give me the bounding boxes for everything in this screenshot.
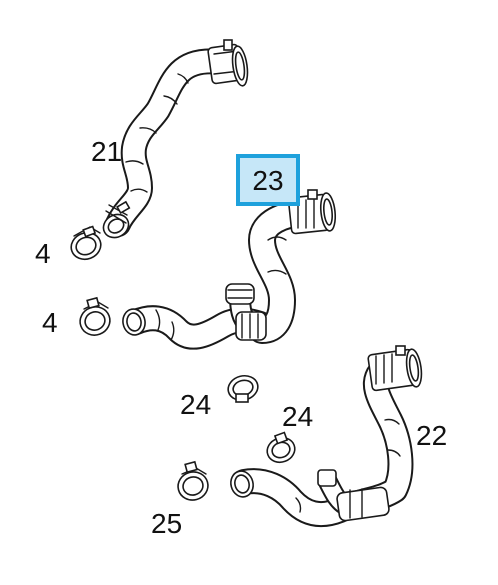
callout-23[interactable]: 23: [252, 165, 284, 196]
clamp-4-lower: [79, 296, 111, 336]
hose-22: [230, 345, 423, 528]
clamp-4-upper: [70, 225, 102, 261]
callout-4-upper[interactable]: 4: [35, 238, 51, 269]
callout-22[interactable]: 22: [416, 420, 448, 451]
hose-21-lower-end: [102, 200, 131, 239]
hose-23: [122, 189, 337, 350]
clamp-24-right: [266, 431, 296, 464]
callout-23-highlight[interactable]: 23: [236, 154, 300, 206]
callout-25[interactable]: 25: [151, 508, 183, 539]
callout-21[interactable]: 21: [91, 136, 123, 167]
clamp-24-left: [227, 374, 259, 403]
clamp-25: [177, 460, 209, 501]
hose-21-upper-end: [207, 39, 249, 87]
callout-24-right[interactable]: 24: [282, 401, 314, 432]
callout-4-lower[interactable]: 4: [42, 307, 58, 338]
hose-21: [102, 39, 249, 239]
callout-24-left[interactable]: 24: [180, 389, 212, 420]
